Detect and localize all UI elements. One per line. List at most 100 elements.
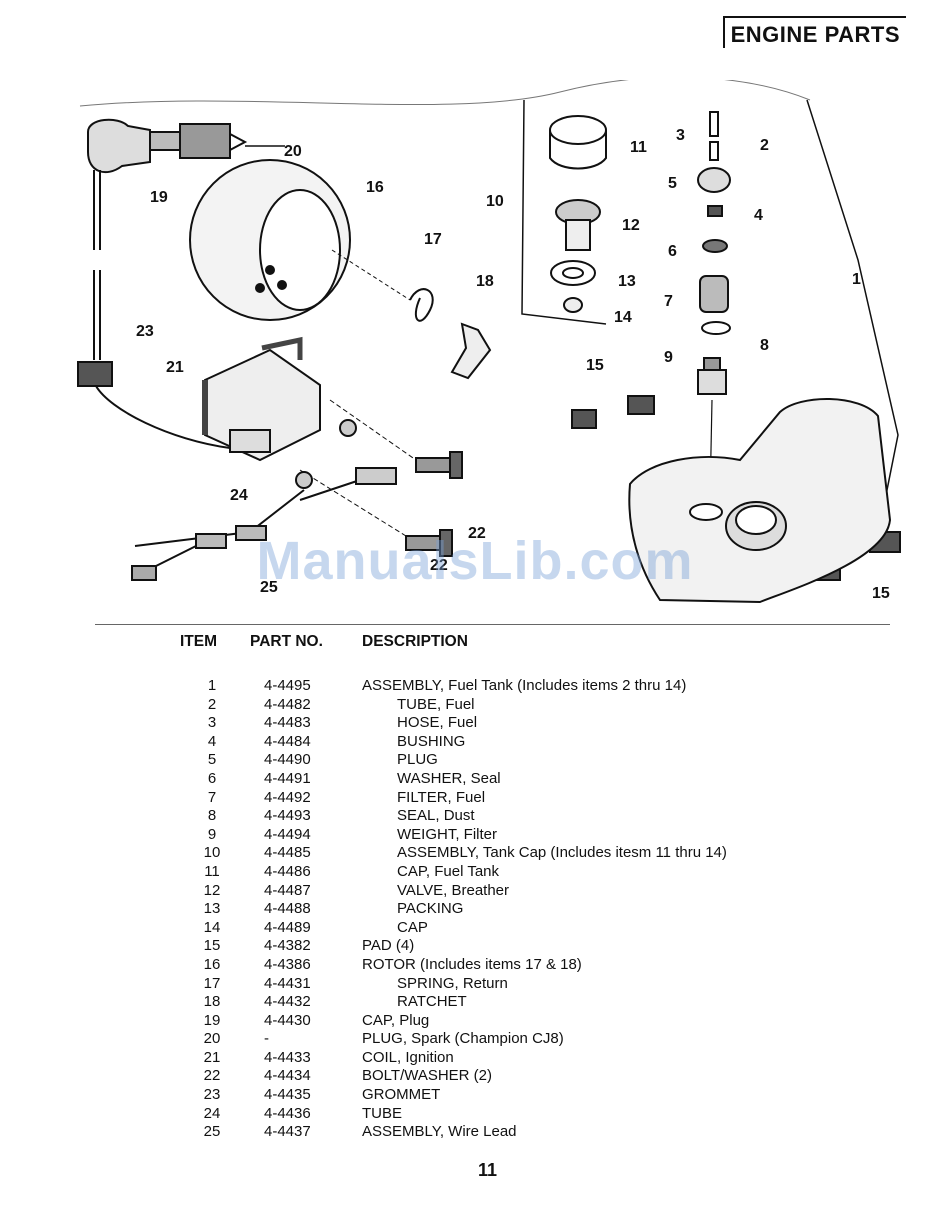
part-description: SEAL, Dust [397,807,475,825]
part-number: 4-4489 [264,918,311,936]
part-description: ASSEMBLY, Fuel Tank (Includes items 2 th… [362,677,687,694]
table-row: 15 4-4382 PAD (4) [180,937,727,956]
part-number: 4-4495 [264,677,311,694]
part-description: GROMMET [362,1086,441,1104]
part-number: 4-4483 [264,714,311,732]
item-number: 5 [207,751,217,769]
part-number: 4-4494 [264,825,311,843]
part-description: VALVE, Breather [397,881,510,899]
part-description: CAP, Fuel Tank [397,862,500,880]
part-description: PAD (4) [362,937,415,955]
table-row: 17 4-4431 SPRING, Return [180,975,727,994]
part-number: 4-4492 [264,788,311,806]
item-number: 23 [203,1086,221,1104]
part-number: - [264,1030,269,1048]
item-number: 22 [203,1067,221,1085]
part-description: BUSHING [397,732,466,750]
part-description: TUBE, Fuel [397,695,475,713]
part-description: CAP [397,918,428,936]
column-header-item: ITEM [180,633,218,650]
watermark: ManualsLib.com [256,531,694,591]
item-number: 7 [207,788,217,806]
part-number: 4-4485 [264,844,311,862]
item-number: 17 [203,974,221,992]
callout-label: 3 [676,127,685,144]
table-row: 6 4-4491 WASHER, Seal [180,770,727,789]
item-number: 2 [207,695,217,713]
part-description: PACKING [397,900,464,918]
item-number: 4 [207,732,217,750]
item-number: 15 [203,937,221,955]
item-number: 25 [203,1123,221,1141]
part-number: 4-4382 [264,937,311,955]
callout-label: 8 [760,337,769,354]
callout-label: 2 [760,137,769,154]
callout-labels: 1 2 3 4 5 6 7 8 9 10 11 12 13 14 15 15 1… [136,127,890,602]
part-description: SPRING, Return [397,974,508,992]
item-number: 6 [207,769,217,787]
column-header-part-no: PART NO. [250,633,323,650]
part-description: ASSEMBLY, Wire Lead [362,1123,517,1141]
part-number: 4-4491 [264,769,311,787]
part-description: ROTOR (Includes items 17 & 18) [362,955,582,973]
part-number: 4-4386 [264,955,311,973]
item-number: 19 [203,1011,221,1029]
table-row: 20 - PLUG, Spark (Champion CJ8) [180,1030,727,1049]
part-number: 4-4482 [264,695,311,713]
page-number: 11 [477,1160,498,1180]
part-description: WASHER, Seal [397,769,501,787]
callout-label: 24 [230,487,248,504]
callout-label: 6 [668,243,677,260]
callout-label: 15 [872,585,890,602]
item-number: 24 [203,1104,221,1122]
item-number: 18 [203,993,221,1011]
part-description: COIL, Ignition [362,1048,454,1066]
callout-label: 14 [614,309,632,326]
callout-label: 15 [586,357,604,374]
item-number: 11 [204,862,220,880]
part-number: 4-4431 [264,974,311,992]
table-row: 21 4-4433 COIL, Ignition [180,1049,727,1068]
part-number: 4-4487 [264,881,311,899]
part-number: 4-4434 [264,1067,311,1085]
table-row: 2 4-4482 TUBE, Fuel [180,696,727,715]
callout-label: 13 [618,273,636,290]
callout-label: 21 [166,359,184,376]
divider [95,624,890,625]
part-number: 4-4484 [264,732,311,750]
part-description: PLUG [397,751,438,769]
item-number: 21 [203,1048,221,1066]
part-number: 4-4435 [264,1086,311,1104]
callout-label: 9 [664,349,673,366]
part-description: RATCHET [397,993,467,1011]
callout-label: 18 [476,273,494,290]
callout-label: 22 [468,525,486,542]
table-row: 19 4-4430 CAP, Plug [180,1012,727,1031]
item-number: 20 [203,1030,221,1048]
page-title: ENGINE PARTS [722,16,906,48]
table-header-row: ITEM PART NO. DESCRIPTION [180,633,727,659]
callout-label: 22 [430,557,448,574]
part-number: 4-4433 [264,1048,311,1066]
item-number: 13 [203,900,221,918]
part-description: CAP, Plug [362,1011,430,1029]
part-number: 4-4430 [264,1011,311,1029]
part-description: PLUG, Spark (Champion CJ8) [362,1030,564,1048]
item-number: 16 [203,955,221,973]
